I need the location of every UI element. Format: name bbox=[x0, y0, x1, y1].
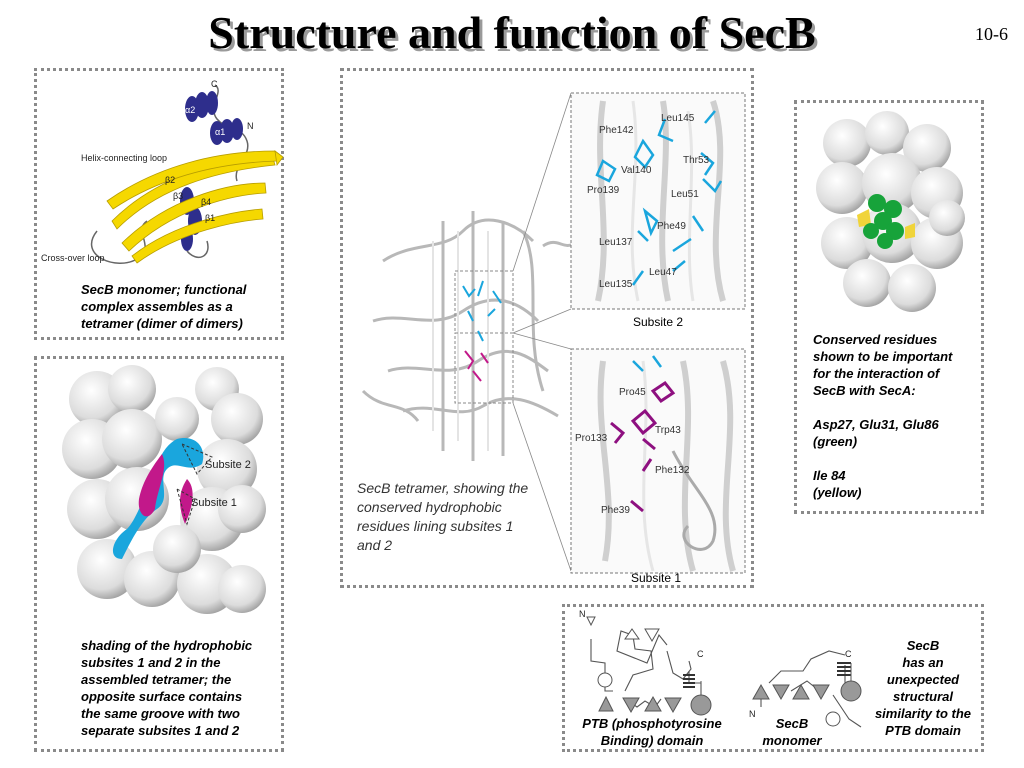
residue-leu137: Leu137 bbox=[599, 237, 633, 248]
surface-figure bbox=[57, 365, 267, 619]
similarity-caption: SecB has an unexpected structural simila… bbox=[874, 638, 972, 738]
beta1-label: β1 bbox=[205, 213, 216, 223]
residue-pro133: Pro133 bbox=[575, 433, 608, 444]
slide-title: Structure and function of SecB bbox=[208, 7, 816, 58]
secb-n-label: N bbox=[749, 709, 756, 719]
beta2-label: β2 bbox=[165, 175, 176, 185]
secb-monomer-label: SecB monomer bbox=[762, 716, 822, 748]
conserved-panel: Conserved residues shown to be important… bbox=[794, 100, 984, 514]
subsite2-zoom-label: Subsite 2 bbox=[633, 315, 684, 329]
tetramer-ribbon-figure bbox=[361, 92, 746, 574]
beta3-label: β3 bbox=[173, 191, 184, 201]
residue-pro139: Pro139 bbox=[587, 185, 620, 196]
ptb-domain-label: PTB (phosphotyrosine Binding) domain bbox=[582, 716, 722, 748]
residue-val140: Val140 bbox=[621, 165, 652, 176]
topology-panel: N C N C PTB (phosphotyrosine Binding) do… bbox=[562, 604, 984, 752]
ptb-topology-diagram bbox=[586, 616, 712, 716]
alpha2-label: α2 bbox=[185, 105, 196, 115]
surface-caption: shading of the hydrophobic subsites 1 an… bbox=[81, 638, 253, 738]
helix-loop-label: Helix-connecting loop bbox=[81, 153, 168, 163]
ptb-c-label: C bbox=[697, 649, 704, 659]
subsite2-label: Subsite 2 bbox=[205, 459, 251, 471]
monomer-c-label: C bbox=[211, 79, 218, 89]
ptb-n-label: N bbox=[579, 609, 586, 619]
residue-pro45: Pro45 bbox=[619, 387, 646, 398]
tetramer-panel: Leu145 Phe142 Thr53 Val140 Pro139 Leu51 … bbox=[340, 68, 754, 588]
alpha1-label: α1 bbox=[215, 127, 226, 137]
residue-trp43: Trp43 bbox=[655, 425, 681, 436]
residue-leu51: Leu51 bbox=[671, 189, 699, 200]
residue-leu145: Leu145 bbox=[661, 113, 695, 124]
subsite1-zoom-label: Subsite 1 bbox=[631, 571, 682, 585]
surface-panel: Subsite 2 Subsite 1 shading of the hydro… bbox=[34, 356, 284, 752]
slide-number: 10-6 bbox=[975, 24, 1008, 44]
beta4-label: β4 bbox=[201, 197, 212, 207]
residue-thr53: Thr53 bbox=[683, 155, 710, 166]
residue-leu135: Leu135 bbox=[599, 279, 633, 290]
crossover-loop-label: Cross-over loop bbox=[41, 253, 105, 263]
residue-phe142: Phe142 bbox=[599, 125, 634, 136]
monomer-n-label: N bbox=[247, 121, 254, 131]
residue-phe39: Phe39 bbox=[601, 505, 630, 516]
secb-topology-diagram bbox=[752, 650, 862, 728]
monomer-caption: SecB monomer; functional complex assembl… bbox=[81, 282, 247, 331]
residue-leu47: Leu47 bbox=[649, 267, 677, 278]
tetramer-caption: SecB tetramer, showing the conserved hyd… bbox=[357, 480, 529, 553]
secb-c-label: C bbox=[845, 649, 852, 659]
monomer-panel: C N α2 α1 Helix-connecting loop β2 β3 β4… bbox=[34, 68, 284, 340]
monomer-ribbon-figure bbox=[90, 84, 284, 264]
residue-phe132: Phe132 bbox=[655, 465, 690, 476]
residue-phe49: Phe49 bbox=[657, 221, 686, 232]
conserved-caption: Conserved residues shown to be important… bbox=[813, 332, 953, 500]
subsite1-label: Subsite 1 bbox=[191, 497, 237, 509]
conserved-surface-figure bbox=[816, 111, 965, 312]
